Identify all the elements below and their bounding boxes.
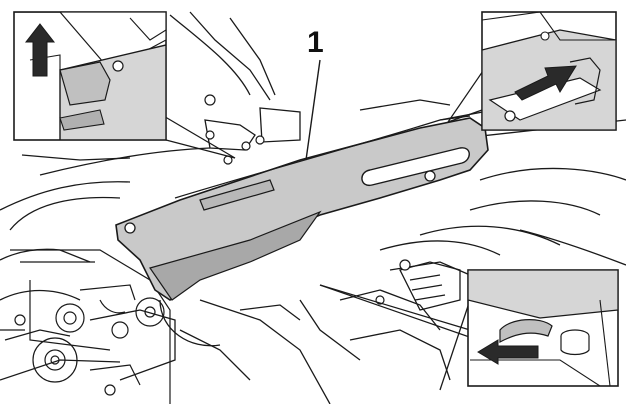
diagonal-arrow-icon [514,65,577,101]
side-cover-bolt-front [124,222,136,234]
up-arrow-icon [24,23,56,77]
side-cover-notch [199,179,275,211]
inset-top-right [481,11,617,131]
inset-bottom-right [467,269,619,387]
callout-leader-line [305,59,321,161]
side-cover-bolt-rear [424,170,436,182]
background-bolts [204,94,411,305]
callout-label-1: 1 [307,26,324,59]
side-cover-slot [361,147,470,186]
inset-top-left [13,11,167,141]
engine-block [0,249,171,404]
left-arrow-icon [477,339,539,365]
side-cover-top-edge [174,115,471,199]
side-cover-panel [115,115,489,301]
side-cover-lower-face [149,210,322,301]
